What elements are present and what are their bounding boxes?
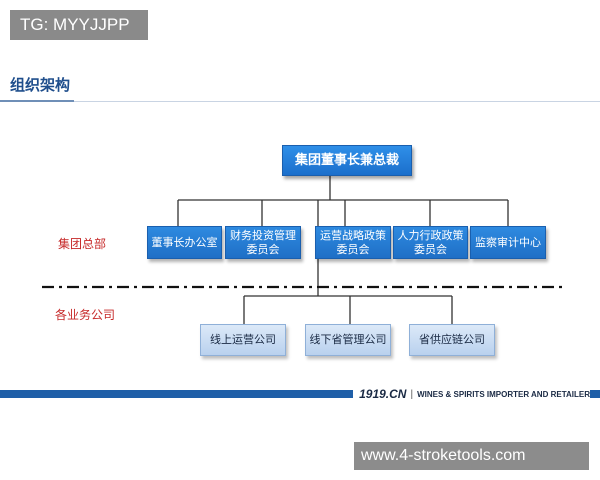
dept-label: 董事长办公室 (151, 235, 218, 249)
dept-label: 运营战略政策委员会 (320, 228, 386, 256)
title-rule (74, 101, 600, 102)
title-underline (0, 100, 74, 102)
dept-operations-strategy: 运营战略政策委员会 (315, 226, 391, 259)
dept-audit-center: 监察审计中心 (470, 226, 546, 259)
company-supply-chain: 省供应链公司 (409, 324, 495, 356)
section-title: 组织架构 (10, 76, 71, 94)
brand-tagline: WINES & SPIRITS IMPORTER AND RETAILER (417, 389, 590, 399)
dept-label: 财务投资管理委员会 (230, 228, 296, 256)
dept-label: 人力行政政策委员会 (397, 228, 464, 256)
brand-separator: | (410, 388, 414, 400)
chairman-label: 集团董事长兼总裁 (294, 152, 399, 168)
company-label: 省供应链公司 (419, 333, 485, 346)
brand-footer: 1919.CN | WINES & SPIRITS IMPORTER AND R… (353, 386, 590, 402)
dept-finance-investment: 财务投资管理委员会 (225, 226, 301, 259)
company-online-ops: 线上运营公司 (200, 324, 286, 356)
brand-band (0, 390, 600, 398)
dept-label: 监察审计中心 (475, 235, 541, 249)
company-label: 线上运营公司 (210, 333, 276, 346)
group-label-subsidiaries: 各业务公司 (55, 308, 116, 322)
company-offline-province: 线下省管理公司 (305, 324, 391, 356)
group-label-hq: 集团总部 (58, 237, 107, 251)
company-label: 线下省管理公司 (309, 333, 387, 346)
chairman-box: 集团董事长兼总裁 (282, 145, 412, 176)
tg-badge: TG: MYYJJPP (10, 10, 148, 40)
watermark: www.4-stroketools.com (354, 442, 589, 470)
brand-logo: 1919.CN (359, 387, 407, 401)
dept-hr-admin: 人力行政政策委员会 (393, 226, 468, 259)
dept-chairman-office: 董事长办公室 (147, 226, 222, 259)
